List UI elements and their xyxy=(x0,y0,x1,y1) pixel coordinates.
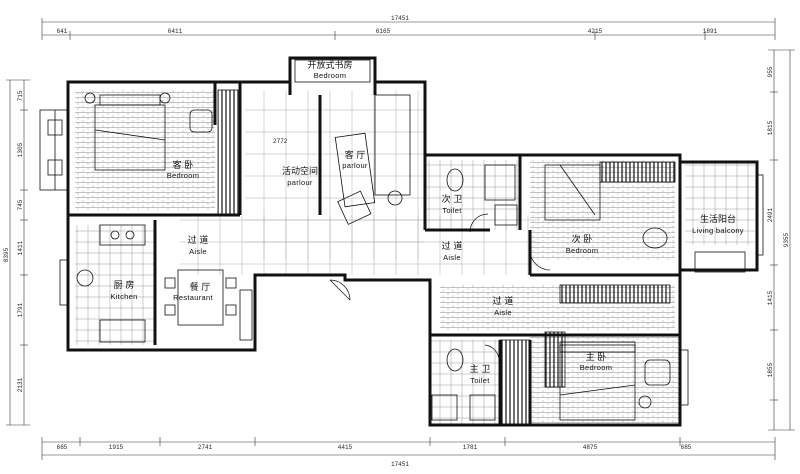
label-activity-zh: 活动空间 xyxy=(282,165,318,177)
top-dim-2: 6411 xyxy=(168,28,183,35)
label-second-toilet-zh: 次 卫 xyxy=(442,193,463,205)
bottom-dim-1: 665 xyxy=(57,444,68,451)
kitchen-sink xyxy=(76,269,94,287)
label-study-zh: 开放式书房 xyxy=(307,59,352,71)
label-aisle-east-zh: 过 道 xyxy=(493,295,514,307)
label-dining-zh: 餐 厅 xyxy=(190,281,211,293)
floor-finishes xyxy=(75,90,755,425)
right-dim-4: 1415 xyxy=(767,290,774,305)
label-master-bedroom-en: Bedroom xyxy=(580,363,613,372)
bottom-dim-2: 1915 xyxy=(109,444,124,451)
label-aisle-west-zh: 过 道 xyxy=(188,234,209,246)
second-chair xyxy=(642,227,668,249)
right-dim-3: 2491 xyxy=(767,207,774,222)
label-second-toilet-en: Toilet xyxy=(442,206,462,215)
left-dim-4: 1411 xyxy=(17,240,24,255)
label-activity-en: parlour xyxy=(287,178,313,187)
kitchen-counter xyxy=(99,319,146,343)
shower-1 xyxy=(469,394,496,421)
balcony-washer xyxy=(694,251,746,273)
right-dimension-lines: 955 1815 2491 1415 1855 9355 xyxy=(767,49,795,431)
study-desk xyxy=(294,59,371,83)
armchair xyxy=(337,190,372,225)
label-balcony-zh: 生活阳台 xyxy=(700,213,736,225)
left-total-dim: 8395 xyxy=(3,247,10,262)
toilet-bowl-1 xyxy=(446,348,464,372)
label-living-en: parlour xyxy=(342,161,368,170)
label-study-en: Bedroom xyxy=(314,71,347,80)
room-labels: 开放式书房 Bedroom 客 卧 Bedroom 活动空间 parlour 客… xyxy=(110,59,743,385)
coffee-table xyxy=(334,132,376,208)
entry-door xyxy=(329,279,351,301)
left-dimension-lines: 8395 715 1305 745 1411 1791 2131 xyxy=(3,79,30,426)
label-master-bedroom-zh: 主 卧 xyxy=(586,351,607,363)
top-dim-3: 6165 xyxy=(376,28,391,35)
master-bed xyxy=(559,344,636,421)
bottom-dimension-lines: 665 1915 2741 4415 1781 4875 685 17451 xyxy=(41,437,776,468)
master-armchair xyxy=(644,359,671,386)
toilet-bowl-2 xyxy=(446,168,464,192)
dining-table xyxy=(177,269,224,326)
right-dim-1: 955 xyxy=(767,66,774,77)
bottom-dim-7: 685 xyxy=(681,444,692,451)
guest-nightstand xyxy=(189,109,213,133)
left-dim-2: 1305 xyxy=(17,142,24,157)
label-kitchen-zh: 厨 房 xyxy=(114,279,135,291)
second-bed xyxy=(544,164,601,221)
label-kitchen-en: Kitchen xyxy=(110,292,137,301)
bottom-dim-6: 4875 xyxy=(583,444,598,451)
doors xyxy=(329,213,551,360)
right-dim-5: 1855 xyxy=(767,362,774,377)
side-table xyxy=(387,190,403,206)
left-dim-3: 745 xyxy=(17,199,24,210)
top-dim-1: 641 xyxy=(57,28,68,35)
label-aisle-west-en: Aisle xyxy=(189,247,207,256)
height-mark: 2772 xyxy=(273,138,288,145)
label-guest-bedroom-en: Bedroom xyxy=(167,171,200,180)
bottom-dim-3: 2741 xyxy=(198,444,213,451)
label-dining-en: Restaurant xyxy=(173,293,213,302)
basin-1 xyxy=(431,394,458,421)
right-total-dim: 9355 xyxy=(783,232,790,247)
left-dim-1: 715 xyxy=(17,90,24,101)
top-dim-5: 1891 xyxy=(703,28,718,35)
dining-cabinet xyxy=(239,289,253,341)
sofa xyxy=(374,94,411,196)
label-aisle-center-en: Aisle xyxy=(443,253,461,262)
stove xyxy=(99,224,146,246)
right-dim-2: 1815 xyxy=(767,120,774,135)
label-living-zh: 客 厅 xyxy=(345,149,366,161)
top-total-dim: 17451 xyxy=(391,15,409,22)
shower-2 xyxy=(484,164,516,201)
label-balcony-en: Living balcony xyxy=(692,226,744,235)
furniture xyxy=(76,59,746,421)
label-aisle-east-en: Aisle xyxy=(494,308,512,317)
left-dim-6: 2131 xyxy=(17,377,24,392)
label-guest-bedroom-zh: 客 卧 xyxy=(173,159,194,171)
left-dim-5: 1791 xyxy=(17,302,24,317)
label-master-toilet-zh: 主 卫 xyxy=(470,363,491,375)
top-dimension-lines: 17451 641 6411 6165 4215 1891 xyxy=(41,15,776,40)
bottom-dim-5: 1781 xyxy=(463,444,478,451)
top-dim-4: 4215 xyxy=(588,28,603,35)
label-second-bedroom-en: Bedroom xyxy=(566,246,599,255)
windows xyxy=(39,109,764,406)
bottom-total-dim: 17451 xyxy=(391,461,409,468)
label-aisle-center-zh: 过 道 xyxy=(442,240,463,252)
label-master-toilet-en: Toilet xyxy=(470,376,490,385)
bottom-dim-4: 4415 xyxy=(338,444,353,451)
label-second-bedroom-zh: 次 卧 xyxy=(572,233,593,245)
basin-2 xyxy=(494,204,518,226)
